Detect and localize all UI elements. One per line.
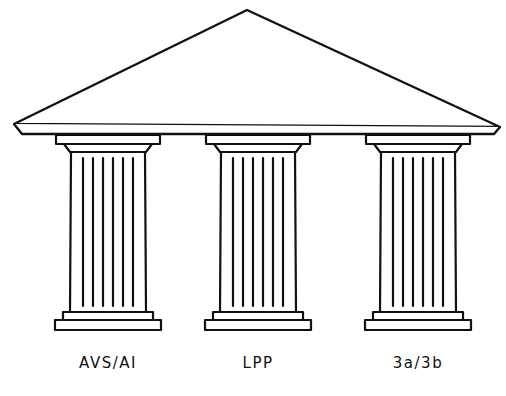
pillar: [205, 135, 311, 330]
pillar-label: 3a/3b: [393, 354, 443, 372]
temple-roof: [14, 10, 500, 134]
pillar-label: LPP: [243, 354, 274, 372]
pillar-label: AVS/AI: [79, 354, 137, 372]
pillar: [365, 135, 471, 330]
pillar: [55, 135, 161, 330]
